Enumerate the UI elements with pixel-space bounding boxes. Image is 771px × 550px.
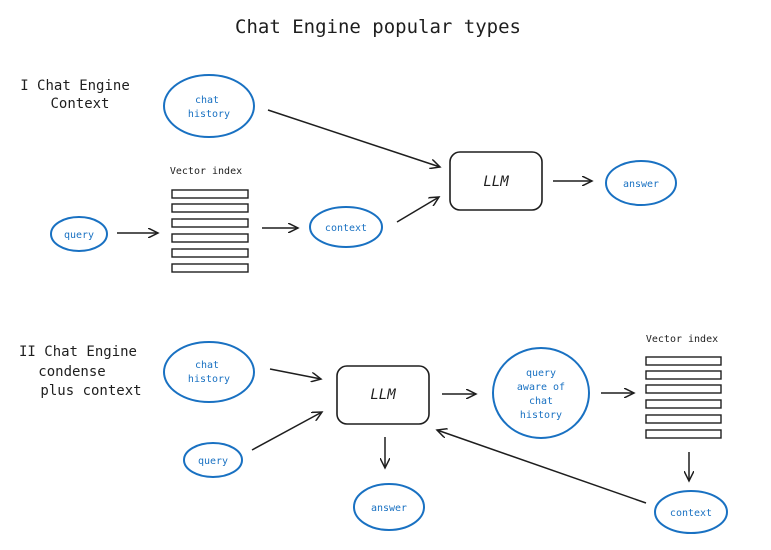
section1-context-label: context (325, 223, 367, 234)
section1-label-line2: Context (50, 96, 109, 112)
section1-chat-history-node: chat history (163, 74, 255, 138)
section1-llm-box: LLM (449, 151, 543, 211)
section2-label-line2: condense (38, 364, 105, 380)
section2-context-label: context (670, 508, 712, 519)
section1-vector-index-label: Vector index (170, 166, 242, 177)
section2-answer-node: answer (353, 483, 425, 531)
section2-chat-history-line2: history (188, 374, 230, 385)
arrow-chat-history-to-llm (267, 109, 440, 167)
section2-query-label: query (198, 456, 228, 467)
section2-vector-index-label: Vector index (646, 334, 718, 345)
section1-answer-label: answer (623, 179, 659, 190)
section2-label-line3: plus context (40, 383, 141, 399)
section1-chat-history-line1: chat (195, 95, 219, 106)
section2-llm-box: LLM (336, 365, 430, 425)
section1-chat-history-line2: history (188, 109, 230, 120)
section2-query-aware-line1: query (526, 368, 556, 379)
arrow-query-to-llm-2 (251, 412, 322, 451)
section1-query-node: query (50, 216, 108, 252)
arrow-context-to-llm (396, 197, 439, 223)
section2-chat-history-node: chat history (163, 341, 255, 403)
section2-query-node: query (183, 442, 243, 478)
section1-query-label: query (64, 230, 94, 241)
section2-vector-index (645, 356, 722, 439)
section2-query-aware-line3: chat (529, 396, 553, 407)
section1-vector-index (171, 189, 249, 273)
section2-llm-label: LLM (370, 387, 396, 403)
diagram-title: Chat Engine popular types (235, 16, 521, 38)
section2-query-aware-line2: aware of (517, 382, 565, 393)
section1-answer-node: answer (605, 160, 677, 206)
section2-answer-label: answer (371, 503, 407, 514)
section2-context-node: context (654, 490, 728, 534)
arrow-context-to-llm-2 (437, 430, 647, 504)
section1-context-node: context (309, 206, 383, 248)
section1-label-line1: I Chat Engine (20, 78, 130, 94)
section2-label-line1: II Chat Engine (19, 344, 137, 360)
section2-chat-history-line1: chat (195, 360, 219, 371)
section2-query-aware-node: query aware of chat history (492, 347, 590, 439)
section1-llm-label: LLM (483, 174, 509, 190)
section2-query-aware-line4: history (520, 410, 562, 421)
arrow-chat-history-to-llm-2 (269, 368, 321, 379)
